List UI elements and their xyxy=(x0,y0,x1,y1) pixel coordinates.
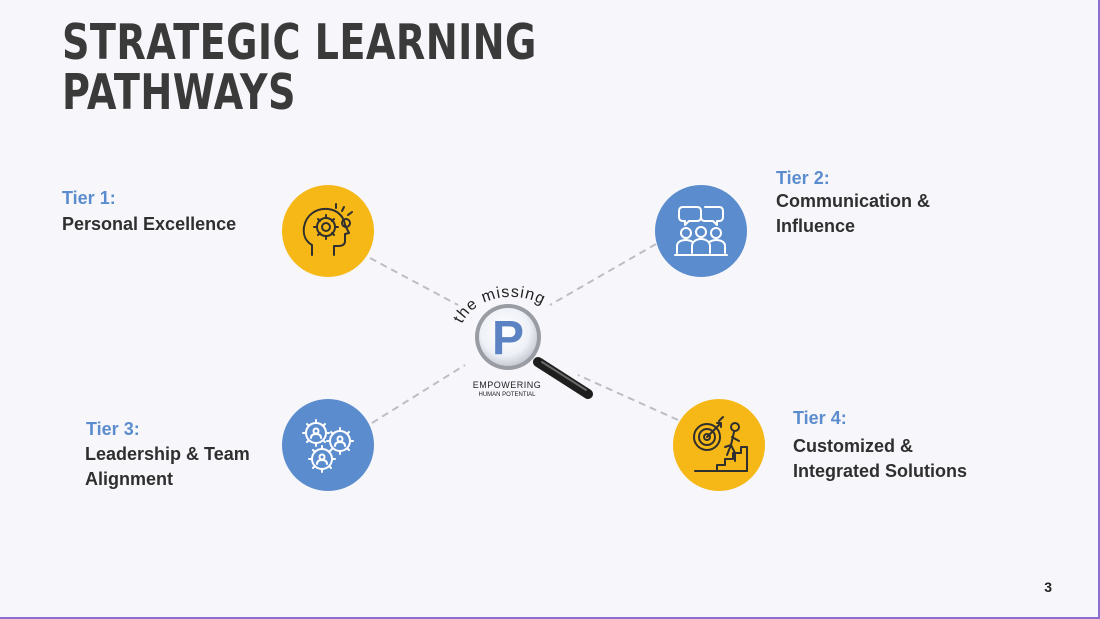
page-title: STRATEGIC LEARNING PATHWAYS xyxy=(62,18,537,118)
tier-4-desc-line-1: Customized & xyxy=(793,436,914,456)
connector-tier-2 xyxy=(549,243,657,306)
magnifier-lens xyxy=(479,308,537,366)
group-conversation-icon xyxy=(674,206,728,256)
tier-1-circle xyxy=(282,185,374,277)
tier-2-label: Tier 2: xyxy=(776,168,830,188)
tier-4-description: Customized & Integrated Solutions xyxy=(793,434,967,484)
people-gears-icon xyxy=(302,419,354,473)
tier-1-desc-line-1: Personal Excellence xyxy=(62,214,237,234)
tier-3-desc-line-2: Alignment xyxy=(85,469,173,489)
tier-3-desc-line-1: Leadership & Team xyxy=(85,444,250,464)
connector-tier-3 xyxy=(371,364,466,424)
missing-p-logo: the missing P EMPOWERING HUMAN POTENTIAL xyxy=(450,284,593,399)
logo-tagline-2: HUMAN POTENTIAL xyxy=(478,392,536,398)
tier-2-circle xyxy=(655,185,747,277)
tier-3-circle xyxy=(282,399,374,491)
tier-1-description: Personal Excellence xyxy=(62,212,236,237)
tier-4-label: Tier 4: xyxy=(793,408,847,428)
logo-tagline-1: EMPOWERING xyxy=(473,380,542,390)
tier-2-desc-line-2: Influence xyxy=(776,216,856,236)
page-number: 3 xyxy=(1044,579,1052,595)
connector-tier-4 xyxy=(577,374,679,421)
tier-2-desc-line-1: Communication & xyxy=(776,191,931,211)
title-line-2: PATHWAYS xyxy=(62,64,296,121)
tier-3-label: Tier 3: xyxy=(86,419,140,439)
target-climber-icon xyxy=(693,416,748,472)
tier-4-desc-line-2: Integrated Solutions xyxy=(793,461,968,481)
title-line-1: STRATEGIC LEARNING xyxy=(62,14,537,71)
logo-letter: P xyxy=(492,312,524,365)
head-gear-icon xyxy=(302,203,353,256)
tier-3-description: Leadership & Team Alignment xyxy=(85,442,250,492)
connector-tier-1 xyxy=(369,257,459,306)
tier-1-label: Tier 1: xyxy=(62,188,116,208)
magnifier-handle xyxy=(533,357,593,399)
tier-4-circle xyxy=(673,399,765,491)
tier-2-description: Communication & Influence xyxy=(776,189,930,239)
